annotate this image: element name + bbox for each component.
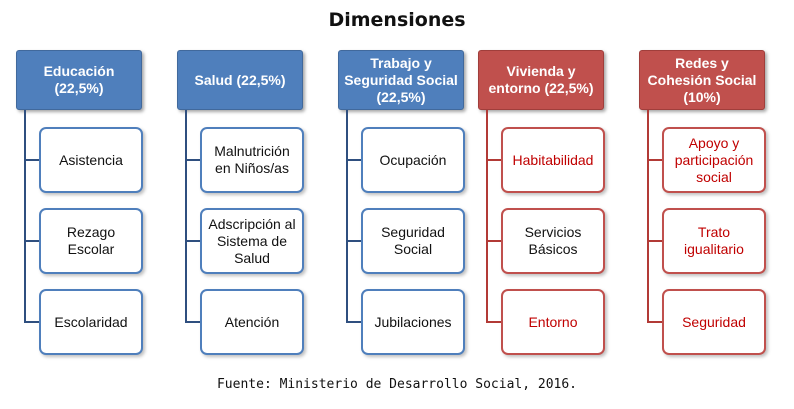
connector-branch (24, 159, 43, 161)
indicator-box: Malnutrición en Niños/as (200, 127, 304, 193)
indicator-box: Atención (200, 289, 304, 355)
dimension-header: Salud (22,5%) (177, 50, 303, 110)
dimension-header: Trabajo y Seguridad Social (22,5%) (338, 50, 464, 110)
connector-branch (647, 321, 666, 323)
indicator-box: Seguridad (662, 289, 766, 355)
indicator-box: Escolaridad (39, 289, 143, 355)
connector-branch (346, 159, 365, 161)
dimension-header: Redes y Cohesión Social (10%) (639, 50, 765, 110)
connector-line (346, 110, 348, 322)
diagram-title: Dimensiones (328, 9, 466, 31)
dimension-header: Vivienda y entorno (22,5%) (478, 50, 604, 110)
connector-line (185, 110, 187, 322)
connector-branch (24, 240, 43, 242)
connector-branch (185, 159, 204, 161)
indicator-box: Apoyo y participación social (662, 127, 766, 193)
connector-branch (185, 240, 204, 242)
indicator-box: Entorno (501, 289, 605, 355)
indicator-box: Adscripción al Sistema de Salud (200, 208, 304, 274)
indicator-box: Jubilaciones (361, 289, 465, 355)
connector-line (647, 110, 649, 322)
indicator-box: Trato igualitario (662, 208, 766, 274)
indicator-box: Ocupación (361, 127, 465, 193)
indicator-box: Asistencia (39, 127, 143, 193)
connector-branch (346, 321, 365, 323)
connector-branch (486, 159, 505, 161)
connector-branch (486, 321, 505, 323)
indicator-box: Habitabilidad (501, 127, 605, 193)
connector-branch (185, 321, 204, 323)
indicator-box: Seguridad Social (361, 208, 465, 274)
source-caption: Fuente: Ministerio de Desarrollo Social,… (216, 377, 578, 392)
connector-branch (24, 321, 43, 323)
connector-line (24, 110, 26, 322)
connector-branch (486, 240, 505, 242)
indicator-box: Rezago Escolar (39, 208, 143, 274)
connector-line (486, 110, 488, 322)
connector-branch (647, 240, 666, 242)
dimension-header: Educación (22,5%) (16, 50, 142, 110)
indicator-box: Servicios Básicos (501, 208, 605, 274)
connector-branch (346, 240, 365, 242)
connector-branch (647, 159, 666, 161)
